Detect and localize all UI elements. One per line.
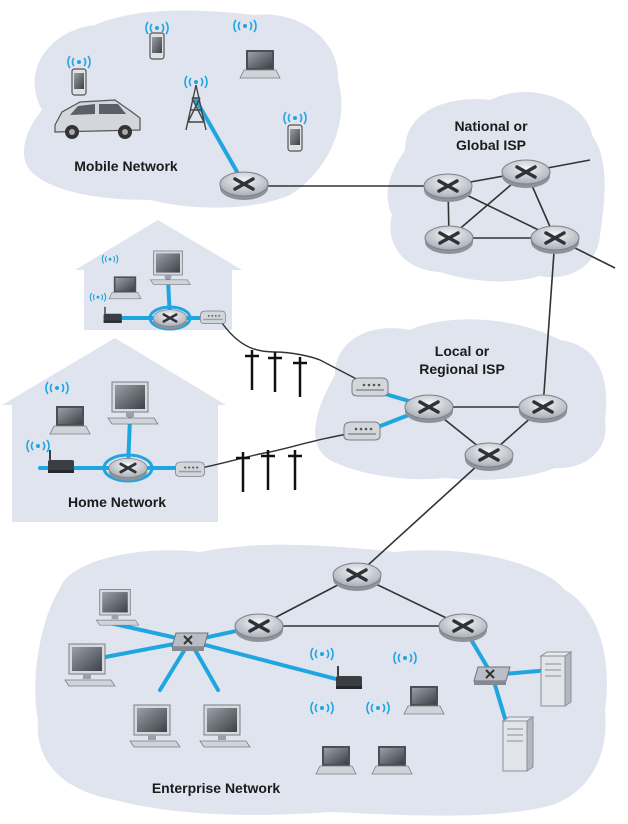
- local-isp-label-line1: Local or: [435, 343, 490, 359]
- laptop-icon: [49, 405, 91, 435]
- modem-icon: [343, 421, 381, 441]
- router-icon: [500, 158, 552, 190]
- laptop-icon: [403, 685, 445, 715]
- server-icon: [502, 716, 534, 772]
- utility-pole-icon: [259, 448, 277, 492]
- router-icon: [422, 172, 474, 204]
- car-icon: [54, 99, 141, 139]
- home-network-house-lower: [2, 338, 226, 522]
- utility-pole-icon: [286, 448, 304, 492]
- switch-icon: [171, 632, 209, 652]
- national-isp-label-line1: National or: [454, 118, 528, 134]
- utility-pole-icon: [234, 450, 252, 494]
- local-isp-cloud: [315, 319, 607, 480]
- modem-icon: [199, 310, 227, 325]
- modem-icon: [351, 377, 389, 397]
- server-icon: [540, 651, 572, 707]
- utility-pole-icon: [291, 355, 309, 399]
- enterprise-network-cloud: [35, 544, 607, 816]
- router-icon: [331, 561, 383, 593]
- router-icon: [437, 612, 489, 644]
- utility-pole-icon: [243, 348, 261, 392]
- mobile-network-label: Mobile Network: [74, 158, 178, 174]
- home-network-label: Home Network: [68, 494, 166, 510]
- router-icon: [463, 441, 515, 473]
- cell-tower-icon: [185, 84, 207, 131]
- utility-pole-icon: [266, 350, 284, 394]
- phone-icon: [287, 124, 303, 152]
- home-router-upper: [148, 305, 192, 331]
- laptop-icon: [108, 276, 142, 300]
- router-icon: [529, 224, 581, 256]
- modem-icon: [174, 461, 206, 478]
- router-icon: [517, 393, 569, 425]
- router-icon: [233, 612, 285, 644]
- local-isp-label-line2: Regional ISP: [419, 361, 505, 377]
- router-icon: [423, 224, 475, 256]
- router-icon: [403, 393, 455, 425]
- national-isp-label-line2: Global ISP: [456, 137, 526, 153]
- phone-icon: [71, 68, 87, 96]
- laptop-icon: [239, 49, 281, 79]
- switch-icon: [473, 666, 511, 686]
- laptop-icon: [371, 745, 413, 775]
- laptop-icon: [315, 745, 357, 775]
- enterprise-network-label: Enterprise Network: [152, 780, 281, 796]
- home-router-lower: [102, 453, 154, 483]
- phone-icon: [149, 32, 165, 60]
- router-icon: [218, 170, 270, 202]
